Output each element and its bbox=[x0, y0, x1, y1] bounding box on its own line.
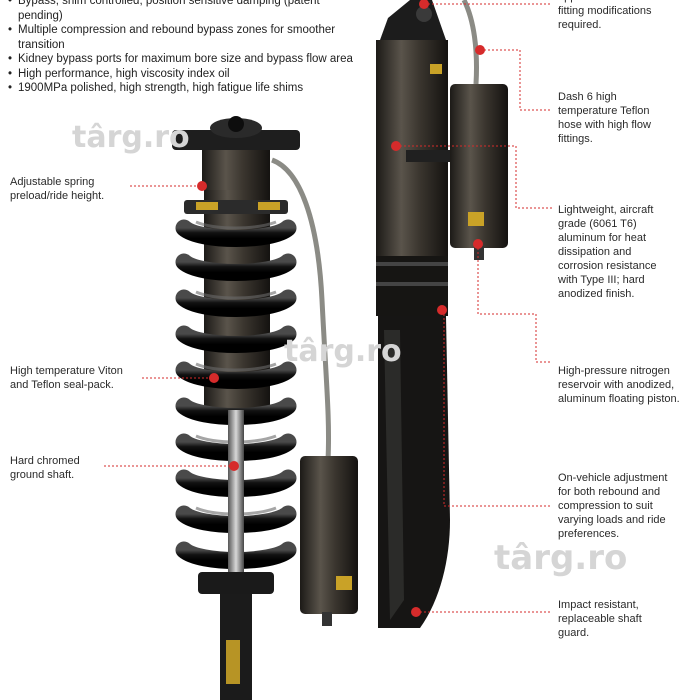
feature-bullet-list: Bypass, shim controlled, position sensit… bbox=[6, 0, 366, 96]
bullet-item: High performance, high viscosity index o… bbox=[6, 67, 366, 82]
bullet-item: Multiple compression and rebound bypass … bbox=[6, 23, 366, 52]
bullet-item: 1900MPa polished, high strength, high fa… bbox=[6, 81, 366, 96]
label-teflon-hose: Dash 6 high temperature Teflon hose with… bbox=[558, 91, 651, 145]
label-fitting: applications with no fitting modificatio… bbox=[558, 0, 654, 31]
label-seal-pack: High temperature Viton and Teflon seal-p… bbox=[10, 365, 123, 391]
watermark-3: târg.ro bbox=[494, 538, 628, 578]
watermark-2: târg.ro bbox=[284, 334, 402, 369]
label-chromed-shaft: Hard chromed ground shaft. bbox=[10, 455, 80, 481]
label-shaft-guard: Impact resistant, replaceable shaft guar… bbox=[558, 599, 642, 639]
label-adjustment: On-vehicle adjustment for both rebound a… bbox=[558, 472, 668, 540]
shock-right bbox=[376, 0, 508, 628]
watermark-1: târg.ro bbox=[72, 120, 190, 155]
label-spring-preload: Adjustable spring preload/ride height. bbox=[10, 176, 105, 202]
bullet-item: Bypass, shim controlled, position sensit… bbox=[6, 0, 366, 23]
coilover-left bbox=[172, 116, 358, 700]
bullet-item: Kidney bypass ports for maximum bore siz… bbox=[6, 52, 366, 67]
label-nitrogen-reservoir: High-pressure nitrogen reservoir with an… bbox=[558, 365, 680, 405]
label-aluminum-body: Lightweight, aircraft grade (6061 T6) al… bbox=[558, 204, 657, 300]
